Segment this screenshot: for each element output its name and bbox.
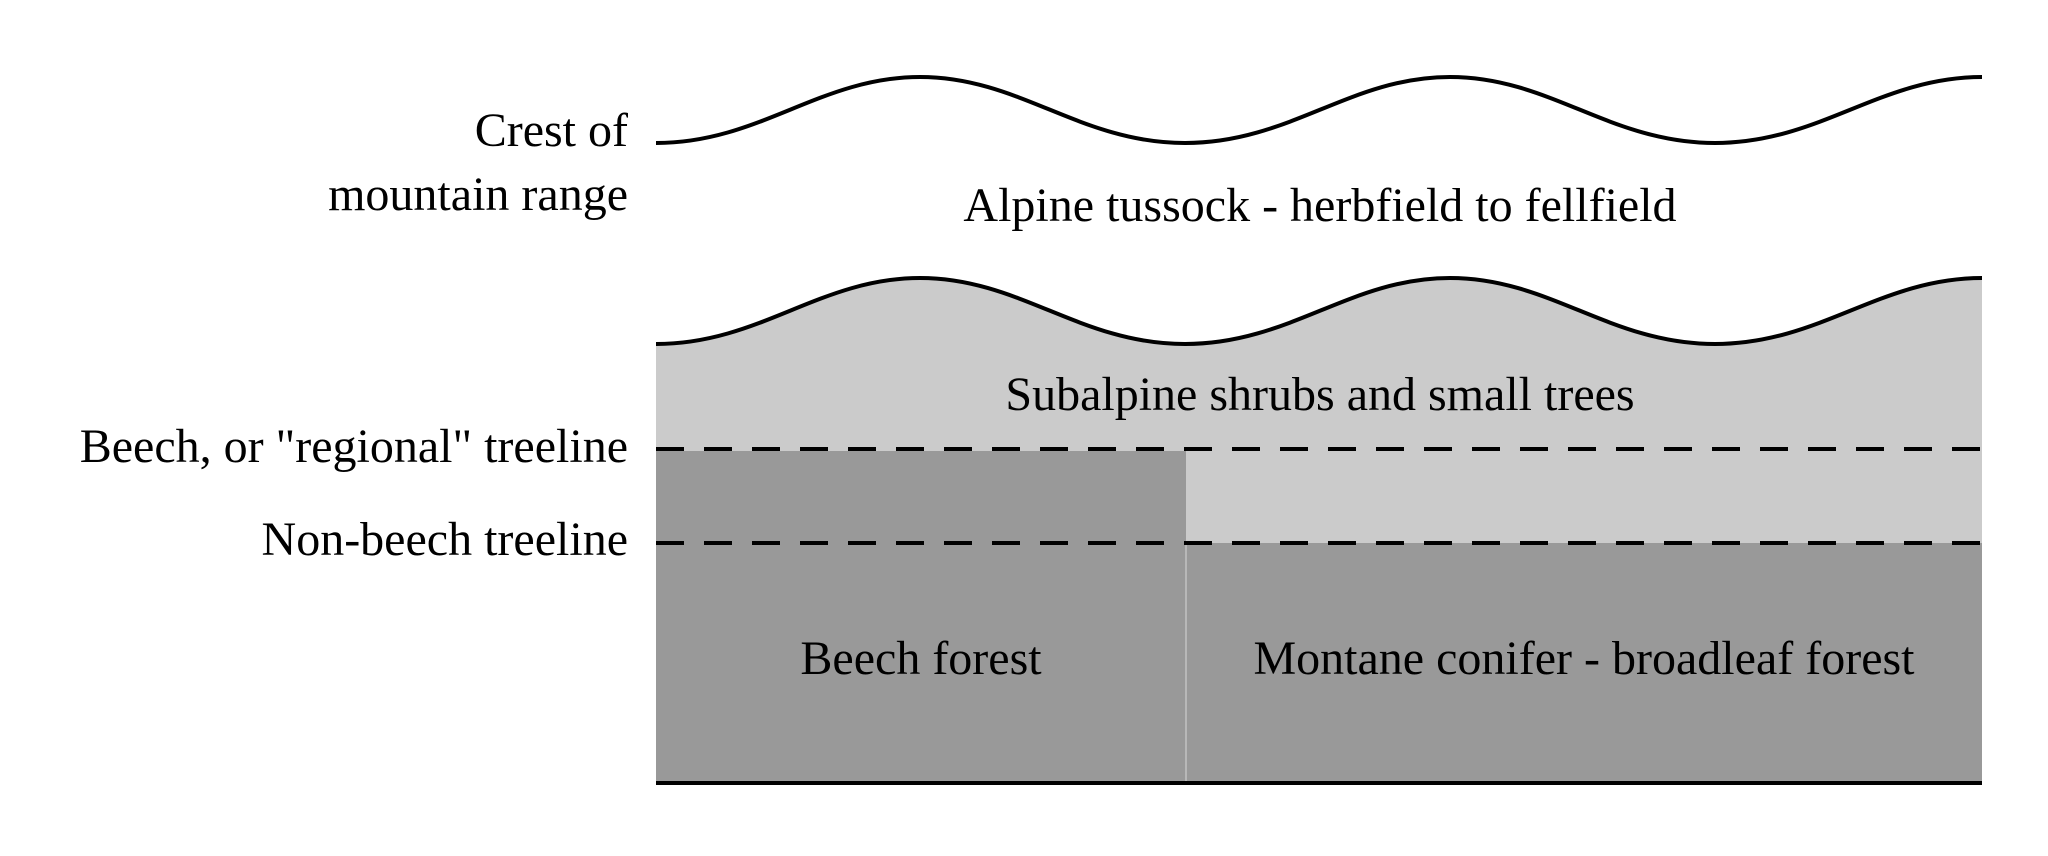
subalpine-zone-label: Subalpine shrubs and small trees bbox=[1005, 368, 1634, 421]
forest-zone bbox=[656, 451, 1982, 785]
alpine-zone-label: Alpine tussock - herbfield to fellfield bbox=[963, 179, 1676, 232]
mountain-crest-line bbox=[655, 74, 1983, 146]
crest-label-line1: Crest of bbox=[475, 104, 628, 157]
beech-treeline-label: Beech, or "regional" treeline bbox=[80, 420, 628, 473]
beech-forest-label: Beech forest bbox=[800, 632, 1042, 685]
montane-forest-label: Montane conifer - broadleaf forest bbox=[1253, 632, 1915, 685]
non-beech-treeline-label: Non-beech treeline bbox=[262, 513, 628, 566]
crest-label-line2: mountain range bbox=[328, 168, 628, 221]
subalpine-boundary-line bbox=[655, 275, 1983, 347]
